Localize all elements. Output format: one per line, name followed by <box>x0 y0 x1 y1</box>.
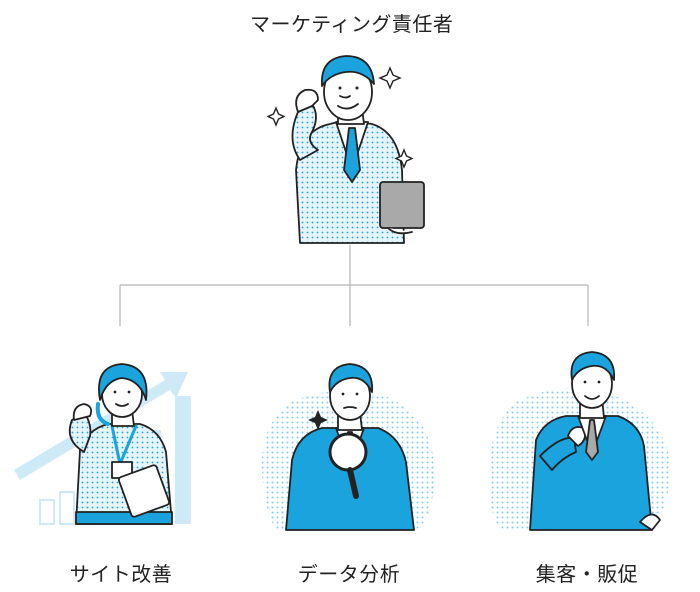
data-analysis-illustration <box>261 363 435 531</box>
promotion-illustration <box>488 351 670 531</box>
sparkle-icon <box>266 106 286 127</box>
child-node-label-promotion: 集客・販促 <box>535 562 639 586</box>
connector-lines <box>119 245 589 326</box>
child-node-label-site-improvement: サイト改善 <box>69 562 173 586</box>
site-improvement-illustration <box>14 363 191 525</box>
child-node-label-data-analysis: データ分析 <box>297 562 401 586</box>
root-node-label: マーケティング責任者 <box>250 12 454 36</box>
magnifier-icon <box>328 432 368 499</box>
sparkle-icon <box>394 148 414 169</box>
tablet-icon <box>379 181 425 235</box>
marketing-manager-illustration <box>291 55 425 244</box>
sparkle-icon <box>378 66 402 90</box>
sparkle-icon <box>308 410 328 430</box>
